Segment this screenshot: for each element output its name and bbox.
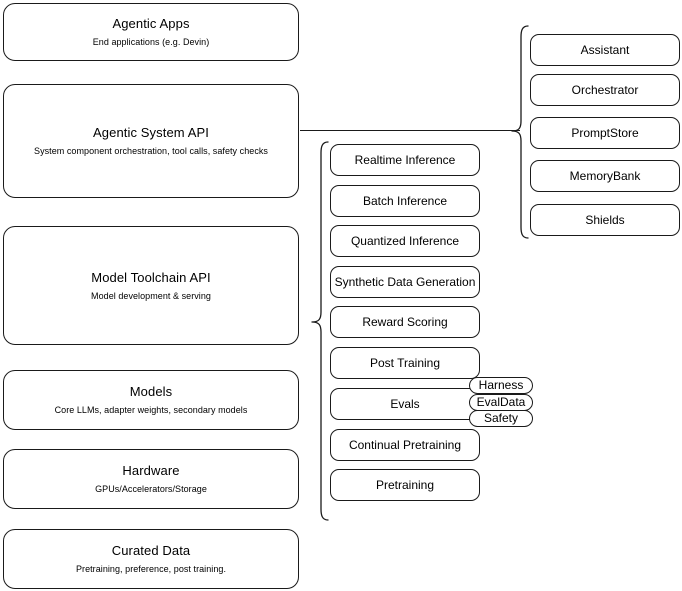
layer-title: Agentic System API xyxy=(93,125,209,140)
component-label: PromptStore xyxy=(571,126,639,140)
layer-subtitle: Core LLMs, adapter weights, secondary mo… xyxy=(54,405,248,415)
component-memorybank[interactable]: MemoryBank xyxy=(530,160,680,192)
layer-subtitle: Pretraining, preference, post training. xyxy=(75,564,227,574)
component-label: Assistant xyxy=(580,43,630,57)
layer-title: Models xyxy=(129,384,173,399)
component-label: Batch Inference xyxy=(362,194,448,208)
component-label: Orchestrator xyxy=(571,83,639,97)
component-label: MemoryBank xyxy=(569,169,641,183)
component-orchestrator[interactable]: Orchestrator xyxy=(530,74,680,106)
evals-subcomponent-label: Harness xyxy=(478,378,524,392)
evals-subcomponent-evaldata[interactable]: EvalData xyxy=(469,394,533,411)
component-batch-inference[interactable]: Batch Inference xyxy=(330,185,480,217)
layer-models[interactable]: Models Core LLMs, adapter weights, secon… xyxy=(3,370,299,430)
layer-title: Agentic Apps xyxy=(112,16,190,31)
component-label: Continual Pretraining xyxy=(348,438,462,452)
connector-agentic-system-to-components xyxy=(300,130,520,132)
component-label: Shields xyxy=(585,213,625,227)
component-reward-scoring[interactable]: Reward Scoring xyxy=(330,306,480,338)
layer-agentic-apps[interactable]: Agentic Apps End applications (e.g. Devi… xyxy=(3,3,299,61)
component-label: Evals xyxy=(390,397,420,411)
component-synthetic-data-generation[interactable]: Synthetic Data Generation xyxy=(330,266,480,298)
component-evals[interactable]: Evals xyxy=(330,388,480,420)
layer-subtitle: GPUs/Accelerators/Storage xyxy=(95,484,207,494)
brace-model-toolchain-components xyxy=(311,141,329,521)
component-pretraining[interactable]: Pretraining xyxy=(330,469,480,501)
layer-title: Curated Data xyxy=(111,543,191,558)
evals-subcomponent-safety[interactable]: Safety xyxy=(469,410,533,427)
brace-agentic-system-components xyxy=(511,25,529,239)
component-assistant[interactable]: Assistant xyxy=(530,34,680,66)
component-label: Realtime Inference xyxy=(354,153,456,167)
component-continual-pretraining[interactable]: Continual Pretraining xyxy=(330,429,480,461)
component-label: Reward Scoring xyxy=(362,315,448,329)
layer-subtitle: System component orchestration, tool cal… xyxy=(34,146,268,156)
component-post-training[interactable]: Post Training xyxy=(330,347,480,379)
component-promptstore[interactable]: PromptStore xyxy=(530,117,680,149)
component-label: Post Training xyxy=(369,356,441,370)
component-realtime-inference[interactable]: Realtime Inference xyxy=(330,144,480,176)
evals-subcomponent-label: Safety xyxy=(483,411,519,425)
layer-hardware[interactable]: Hardware GPUs/Accelerators/Storage xyxy=(3,449,299,509)
layer-model-toolchain-api[interactable]: Model Toolchain API Model development & … xyxy=(3,226,299,345)
layer-curated-data[interactable]: Curated Data Pretraining, preference, po… xyxy=(3,529,299,589)
layer-subtitle: End applications (e.g. Devin) xyxy=(92,37,210,47)
layer-subtitle: Model development & serving xyxy=(91,290,211,301)
component-label: Quantized Inference xyxy=(350,234,460,248)
component-label: Synthetic Data Generation xyxy=(334,275,476,289)
layer-title: Model Toolchain API xyxy=(91,269,211,285)
component-shields[interactable]: Shields xyxy=(530,204,680,236)
layer-agentic-system-api[interactable]: Agentic System API System component orch… xyxy=(3,84,299,198)
component-quantized-inference[interactable]: Quantized Inference xyxy=(330,225,480,257)
evals-subcomponent-harness[interactable]: Harness xyxy=(469,377,533,394)
component-label: Pretraining xyxy=(375,478,435,492)
evals-subcomponent-label: EvalData xyxy=(476,395,526,409)
layer-title: Hardware xyxy=(122,463,180,478)
